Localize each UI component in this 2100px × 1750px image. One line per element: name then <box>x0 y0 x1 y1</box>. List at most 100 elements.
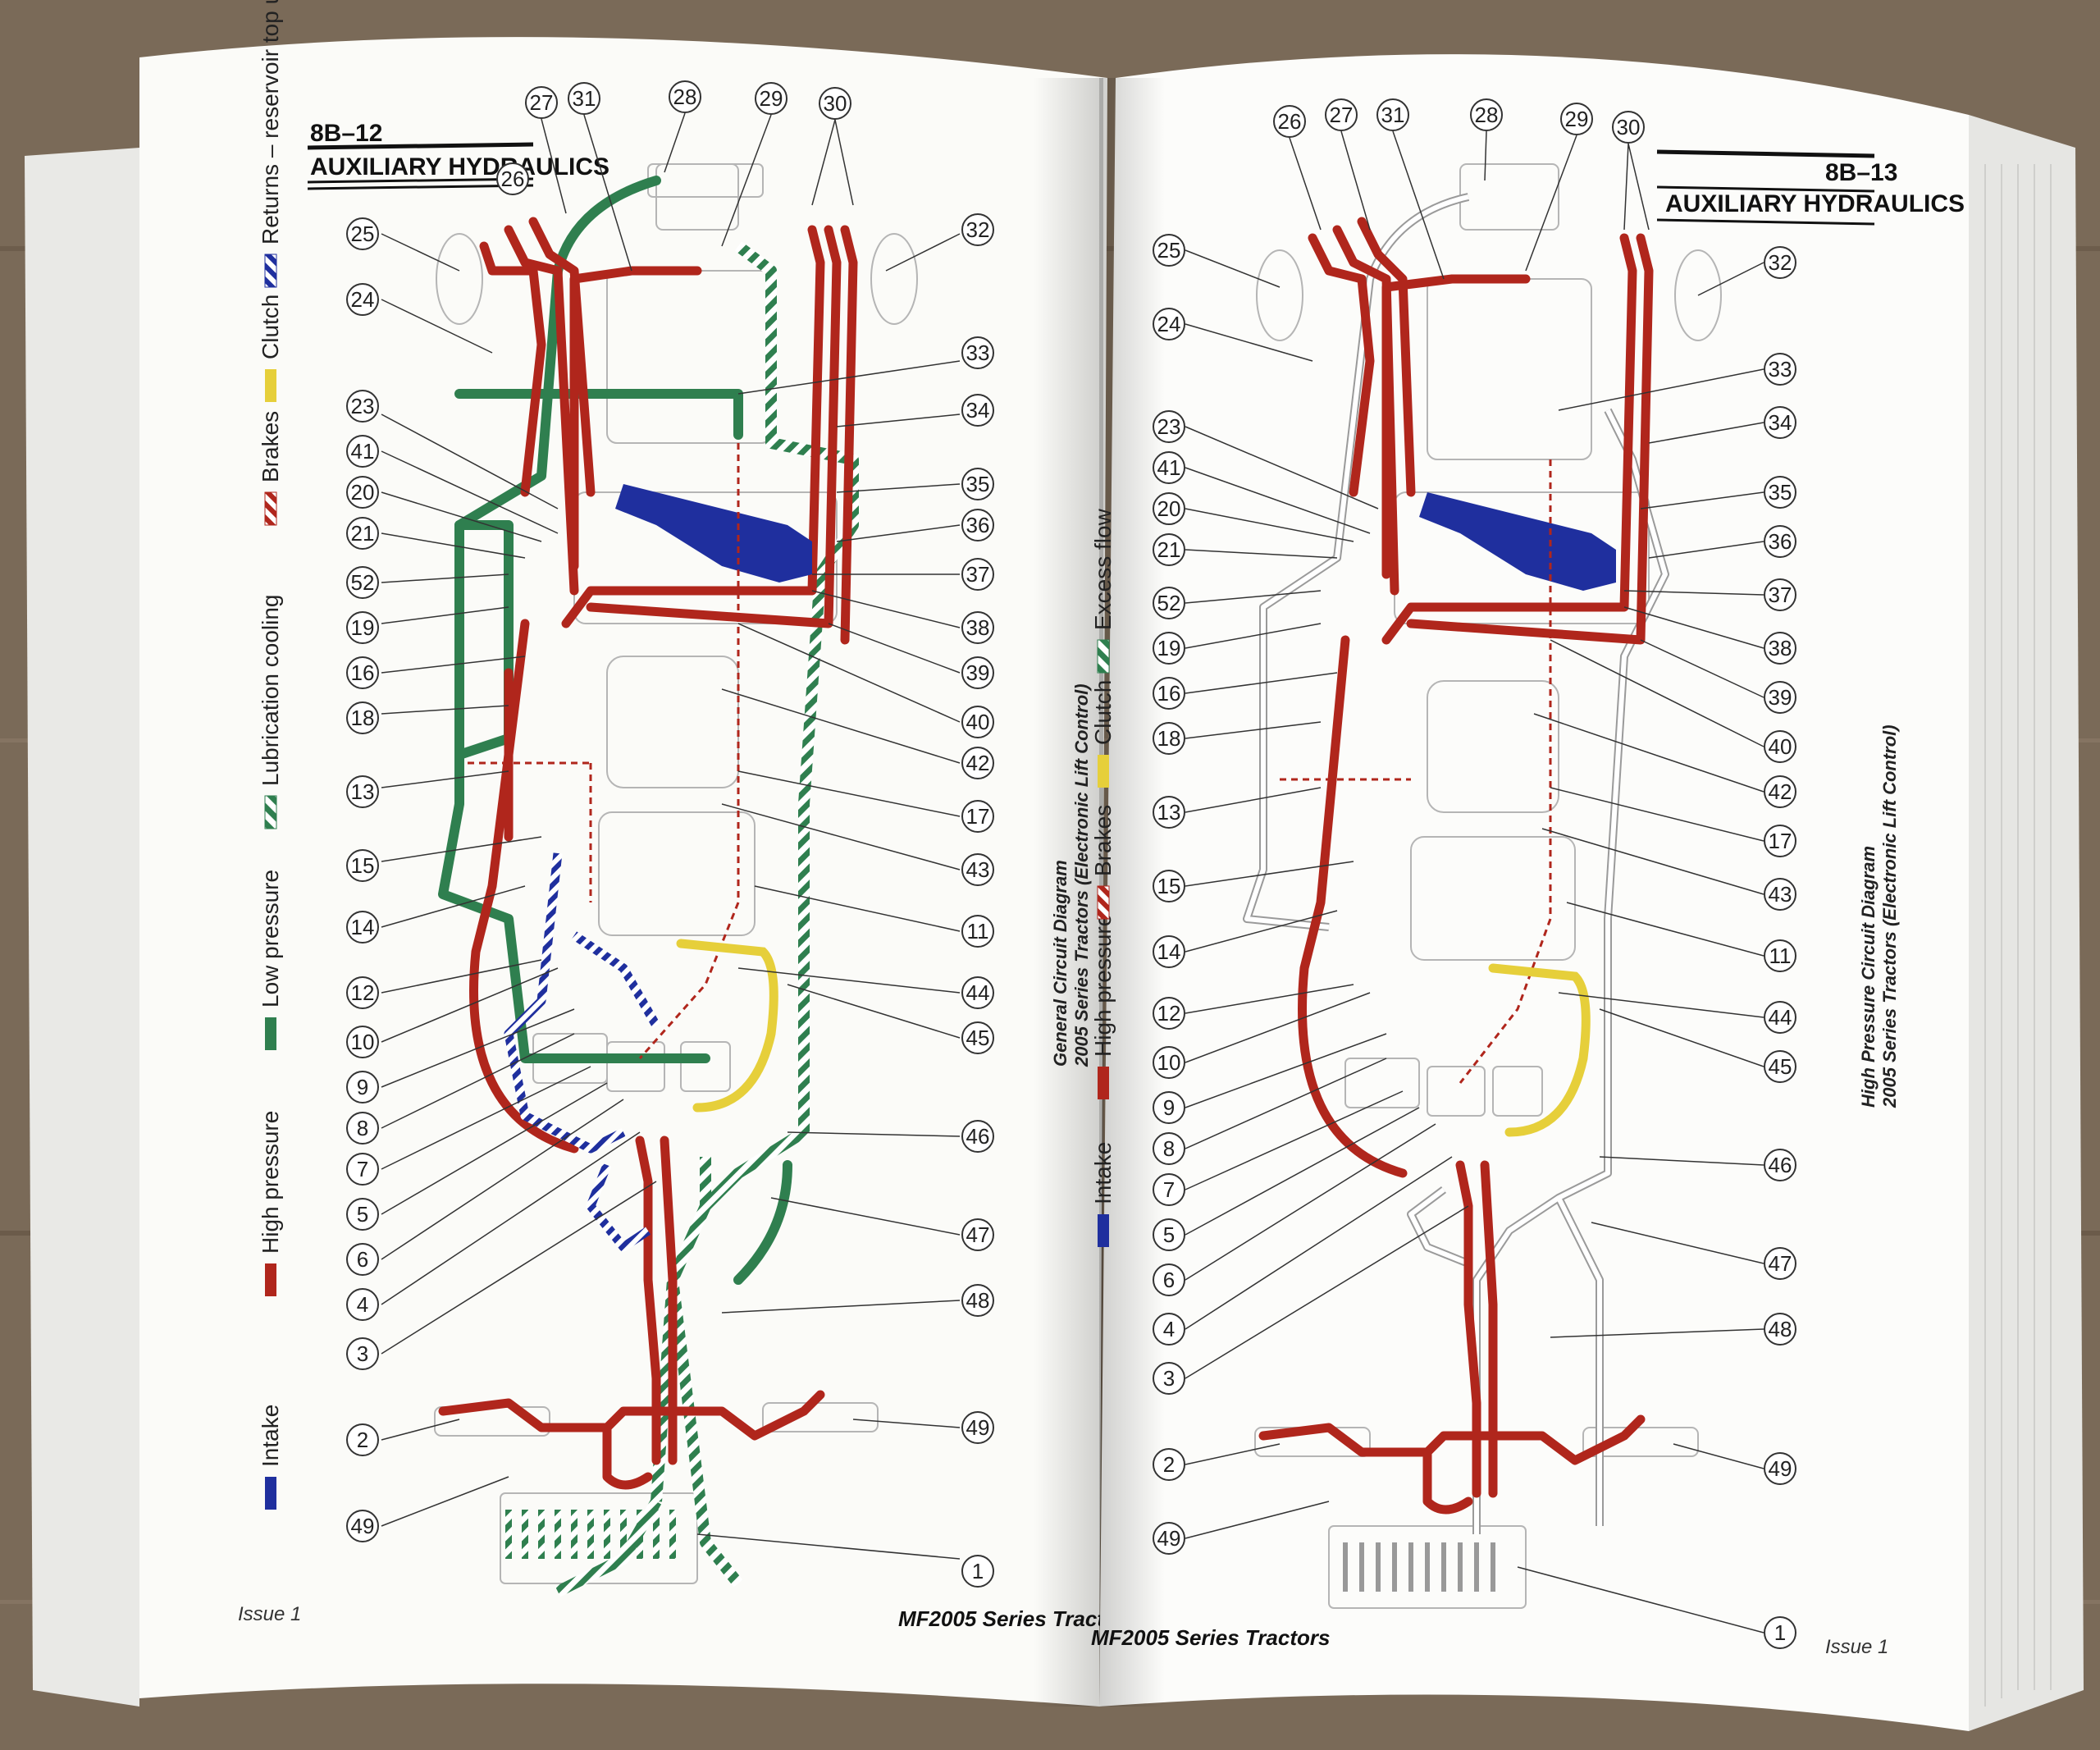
svg-text:14: 14 <box>1157 939 1181 964</box>
callout: 44 <box>1764 1001 1796 1034</box>
callout: 49 <box>1764 1452 1796 1485</box>
svg-text:12: 12 <box>351 980 375 1005</box>
svg-text:4: 4 <box>1163 1317 1175 1341</box>
callout: 41 <box>1153 451 1185 484</box>
svg-text:17: 17 <box>1769 829 1792 853</box>
callout: 7 <box>346 1153 379 1186</box>
callout: 5 <box>1153 1218 1185 1251</box>
svg-text:45: 45 <box>966 1026 990 1050</box>
svg-text:23: 23 <box>1157 414 1181 439</box>
callout: 4 <box>1153 1313 1185 1346</box>
legend-high-pressure: High pressure <box>1090 914 1116 1099</box>
svg-text:40: 40 <box>966 710 990 734</box>
callout: 29 <box>755 82 788 115</box>
svg-text:35: 35 <box>966 472 990 496</box>
callout: 35 <box>1764 476 1796 509</box>
svg-text:44: 44 <box>966 980 990 1005</box>
svg-text:27: 27 <box>530 90 554 115</box>
svg-text:28: 28 <box>673 85 697 109</box>
legend-brakes: Brakes <box>258 411 283 526</box>
legend-label: Lubrication cooling <box>258 595 283 787</box>
svg-text:14: 14 <box>351 915 375 939</box>
svg-text:31: 31 <box>573 86 596 111</box>
svg-text:29: 29 <box>1565 107 1589 131</box>
svg-text:37: 37 <box>966 562 990 587</box>
svg-text:7: 7 <box>357 1157 368 1181</box>
svg-text:26: 26 <box>501 167 525 191</box>
legend-label: High pressure <box>258 1111 283 1254</box>
svg-text:13: 13 <box>351 779 375 804</box>
callout: 20 <box>1153 492 1185 525</box>
callout: 16 <box>346 656 379 689</box>
callout: 47 <box>1764 1247 1796 1280</box>
svg-text:7: 7 <box>1163 1177 1175 1202</box>
legend-clutch: Clutch <box>258 295 283 402</box>
svg-text:39: 39 <box>966 660 990 685</box>
svg-text:25: 25 <box>1157 238 1181 263</box>
svg-text:12: 12 <box>1157 1001 1181 1026</box>
callout: 1 <box>1764 1616 1796 1649</box>
right-caption-line1: High Pressure Circuit Diagram <box>1858 846 1879 1108</box>
legend-brakes: Brakes <box>1090 805 1116 920</box>
right-leader-lines <box>1185 249 1764 1633</box>
svg-text:41: 41 <box>351 439 375 464</box>
callout: 45 <box>1764 1050 1796 1083</box>
callout: 6 <box>346 1243 379 1276</box>
legend-lubrication: Lubrication cooling <box>258 595 283 829</box>
svg-text:15: 15 <box>1157 874 1181 898</box>
callout: 7 <box>1153 1173 1185 1206</box>
callout: 33 <box>961 336 994 369</box>
left-leader-lines <box>381 233 961 1560</box>
left-callouts-top: 26 27 31 28 29 30 <box>496 80 851 195</box>
svg-text:43: 43 <box>966 857 990 882</box>
svg-text:35: 35 <box>1769 480 1792 505</box>
callout: 27 <box>525 86 558 119</box>
callout: 37 <box>961 558 994 591</box>
svg-text:46: 46 <box>1769 1153 1792 1177</box>
left-caption-line2: 2005 Series Tractors (Electronic Lift Co… <box>1071 683 1092 1067</box>
svg-text:19: 19 <box>1157 636 1181 660</box>
svg-text:8: 8 <box>357 1116 368 1140</box>
legend-low-pressure: Low pressure <box>258 870 283 1050</box>
svg-text:41: 41 <box>1157 455 1181 480</box>
svg-text:16: 16 <box>351 660 375 685</box>
callout: 10 <box>346 1026 379 1058</box>
right-callouts-top: 26 27 31 28 29 30 <box>1273 98 1645 144</box>
callout: 2 <box>346 1423 379 1456</box>
callout: 11 <box>1764 939 1796 972</box>
svg-text:3: 3 <box>357 1341 368 1366</box>
callout: 12 <box>1153 997 1185 1030</box>
svg-text:2: 2 <box>357 1428 368 1452</box>
svg-text:1: 1 <box>972 1559 984 1583</box>
callout: 23 <box>1153 410 1185 443</box>
left-header: 8B–12 AUXILIARY HYDRAULICS <box>307 120 609 190</box>
svg-text:2: 2 <box>1163 1452 1175 1477</box>
callout: 49 <box>346 1510 379 1542</box>
svg-text:23: 23 <box>351 394 375 418</box>
callout: 30 <box>1612 111 1645 144</box>
svg-text:48: 48 <box>966 1288 990 1313</box>
left-legend: Intake High pressure Low pressure Lubric… <box>258 0 283 1510</box>
callout: 47 <box>961 1218 994 1251</box>
svg-text:49: 49 <box>1769 1456 1792 1481</box>
svg-text:28: 28 <box>1475 103 1499 127</box>
svg-text:18: 18 <box>1157 726 1181 751</box>
callout: 32 <box>961 213 994 246</box>
svg-text:19: 19 <box>351 615 375 640</box>
callout: 40 <box>1764 730 1796 763</box>
callout: 21 <box>346 517 379 550</box>
callout: 14 <box>346 911 379 944</box>
left-oil-cooler <box>505 1510 676 1559</box>
svg-text:37: 37 <box>1769 583 1792 607</box>
right-top-leaders <box>1289 130 1650 280</box>
left-top-leaders <box>541 112 854 272</box>
svg-text:21: 21 <box>1157 537 1181 562</box>
legend-label: Brakes <box>258 411 283 482</box>
svg-text:18: 18 <box>351 706 375 730</box>
svg-text:33: 33 <box>1769 357 1792 382</box>
right-header: 8B–13 AUXILIARY HYDRAULICS <box>1656 149 1965 226</box>
callout: 18 <box>346 701 379 734</box>
svg-text:6: 6 <box>357 1247 368 1272</box>
svg-text:44: 44 <box>1769 1005 1792 1030</box>
right-callouts-left: 25 24 23 41 20 21 52 19 16 18 13 15 14 1… <box>1153 234 1185 1555</box>
